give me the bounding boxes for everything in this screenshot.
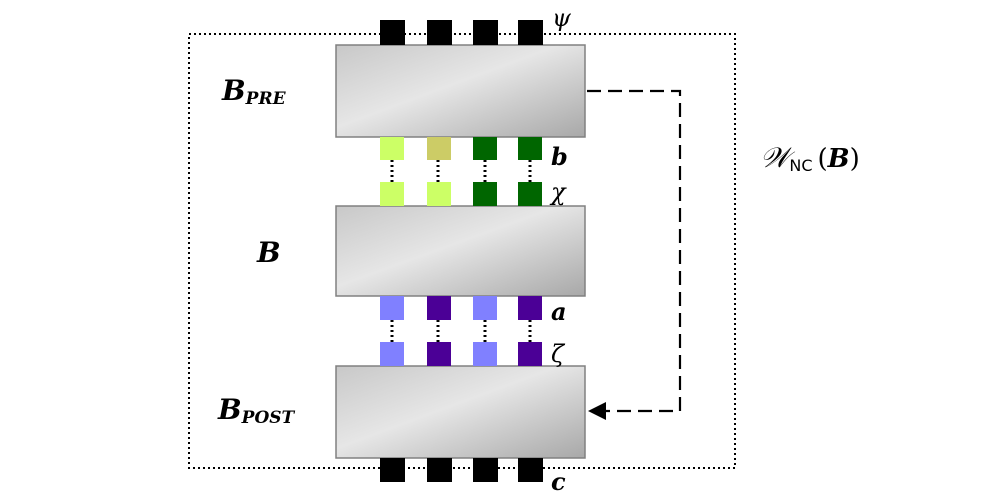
label-b-post-main: B	[217, 393, 242, 426]
label-psi: ψ	[552, 4, 572, 32]
box-b-post	[335, 365, 586, 459]
feedback-arrow-head	[588, 402, 606, 420]
port-zeta-square	[473, 342, 497, 366]
port-a-square	[518, 296, 542, 320]
port-b-square	[473, 137, 497, 160]
ports-zeta-row	[380, 342, 542, 366]
port-b-square	[380, 137, 404, 160]
label-a-small: a	[551, 297, 567, 326]
port-b-square	[427, 137, 451, 160]
ports-bottom-row	[380, 458, 543, 482]
ports-top-row	[380, 20, 543, 45]
ports-b-row	[380, 137, 542, 160]
label-b-pre-main: B	[221, 74, 246, 107]
port-zeta-square	[427, 342, 451, 366]
port-bottom-square	[427, 458, 452, 482]
port-top-square	[380, 20, 405, 45]
label-b: B	[256, 236, 281, 269]
port-a-square	[473, 296, 497, 320]
port-top-square	[518, 20, 543, 45]
port-chi-square	[380, 182, 404, 206]
port-a-square	[380, 296, 404, 320]
label-c-small: c	[551, 467, 566, 496]
port-chi-square	[427, 182, 451, 206]
label-b-post-sub: POST	[241, 408, 296, 428]
label-zeta: ζ	[551, 340, 566, 368]
port-b-square	[518, 137, 542, 160]
label-w-sub: NC	[789, 156, 812, 175]
feedback-arrow-line	[587, 89, 682, 413]
port-zeta-square	[518, 342, 542, 366]
label-w-nc: 𝒲NC(B)	[760, 141, 860, 175]
port-bottom-square	[380, 458, 405, 482]
box-b-pre	[335, 44, 586, 138]
port-chi-square	[473, 182, 497, 206]
label-w-close: )	[850, 144, 860, 174]
port-zeta-square	[380, 342, 404, 366]
label-chi: χ	[549, 178, 567, 206]
links-a-zeta	[390, 320, 532, 342]
label-w-arg: B	[827, 144, 850, 174]
port-top-square	[427, 20, 452, 45]
label-w-open: (	[818, 144, 828, 174]
box-b	[335, 205, 586, 297]
ports-chi-row	[380, 182, 542, 206]
label-b-post: BPOST	[217, 393, 296, 428]
label-b-small: b	[551, 142, 568, 171]
port-bottom-square	[473, 458, 498, 482]
label-b-pre-sub: PRE	[245, 89, 287, 109]
label-b-pre: BPRE	[221, 74, 287, 109]
port-bottom-square	[518, 458, 543, 482]
links-b-chi	[390, 160, 532, 182]
port-a-square	[427, 296, 451, 320]
ports-a-row	[380, 296, 542, 320]
port-top-square	[473, 20, 498, 45]
port-chi-square	[518, 182, 542, 206]
